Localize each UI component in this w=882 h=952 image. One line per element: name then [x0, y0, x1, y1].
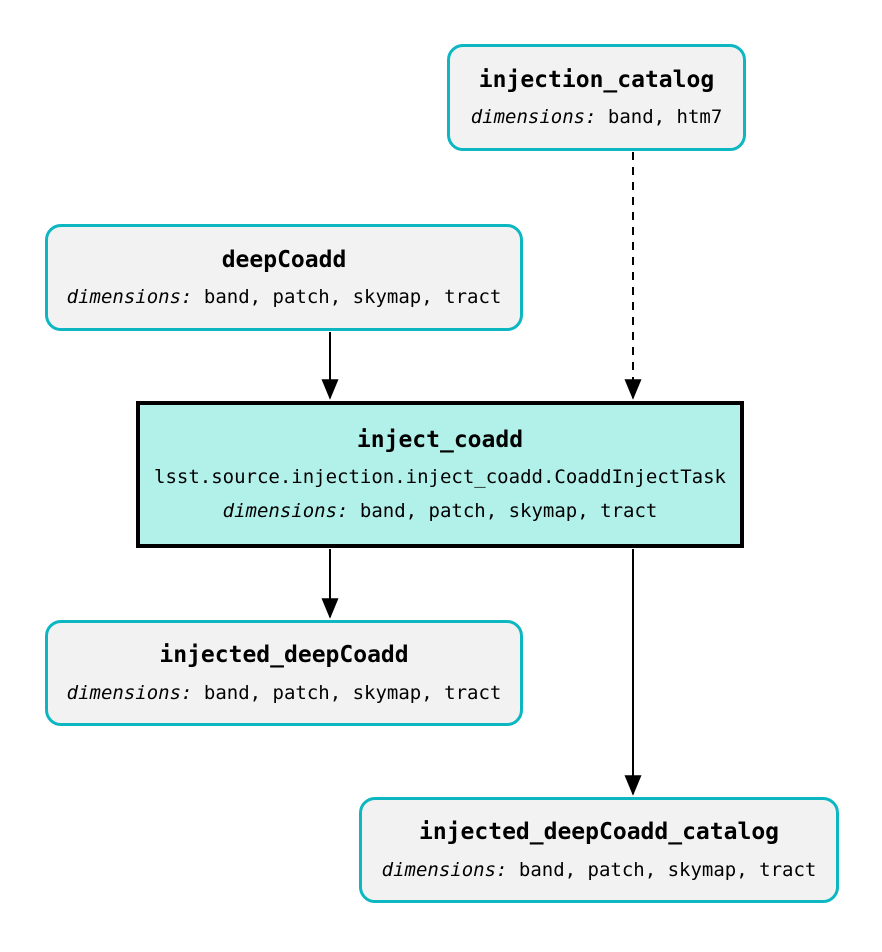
node-dimensions: dimensions: band, patch, skymap, tract: [66, 681, 502, 704]
node-dimensions: dimensions: band, patch, skymap, tract: [67, 287, 502, 308]
dimensions-value: band, patch, skymap, tract: [518, 858, 817, 881]
dimensions-label: dimensions:: [381, 858, 508, 881]
dimensions-label: dimensions:: [66, 681, 193, 704]
node-injected-deepcoadd: injected_deepCoadd dimensions: band, patc…: [45, 620, 523, 726]
dimensions-value: band, patch, skymap, tract: [203, 681, 502, 704]
node-deepcoadd: deepCoadd dimensions: band, patch, skymap…: [45, 224, 523, 331]
dimensions-label: dimensions:: [66, 286, 193, 309]
node-dimensions: dimensions: band, patch, skymap, tract: [222, 499, 658, 522]
dimensions-label: dimensions:: [222, 499, 349, 522]
task-class: lsst.source.injection.inject_coadd.Coadd…: [154, 465, 726, 488]
node-injected-deepcoadd-catalog: injected_deepCoadd_catalog dimensions: ba…: [359, 797, 839, 903]
node-dimensions: dimensions: band, htm7: [471, 107, 723, 128]
dimensions-value: band, patch, skymap, tract: [359, 499, 658, 522]
dimensions-value: band, patch, skymap, tract: [203, 286, 502, 309]
node-injection-catalog: injection_catalog dimensions: band, htm7: [447, 44, 746, 151]
dimensions-value: band, htm7: [607, 106, 723, 129]
node-title: deepCoadd: [221, 246, 347, 273]
node-title: injected_deepCoadd: [159, 642, 409, 669]
node-title: injected_deepCoadd_catalog: [418, 819, 780, 846]
node-title: inject_coadd: [356, 427, 524, 454]
node-title: injection_catalog: [478, 66, 715, 93]
node-inject-coadd-task: inject_coadd lsst.source.injection.injec…: [136, 401, 744, 548]
node-dimensions: dimensions: band, patch, skymap, tract: [381, 858, 817, 881]
dimensions-label: dimensions:: [470, 106, 597, 129]
